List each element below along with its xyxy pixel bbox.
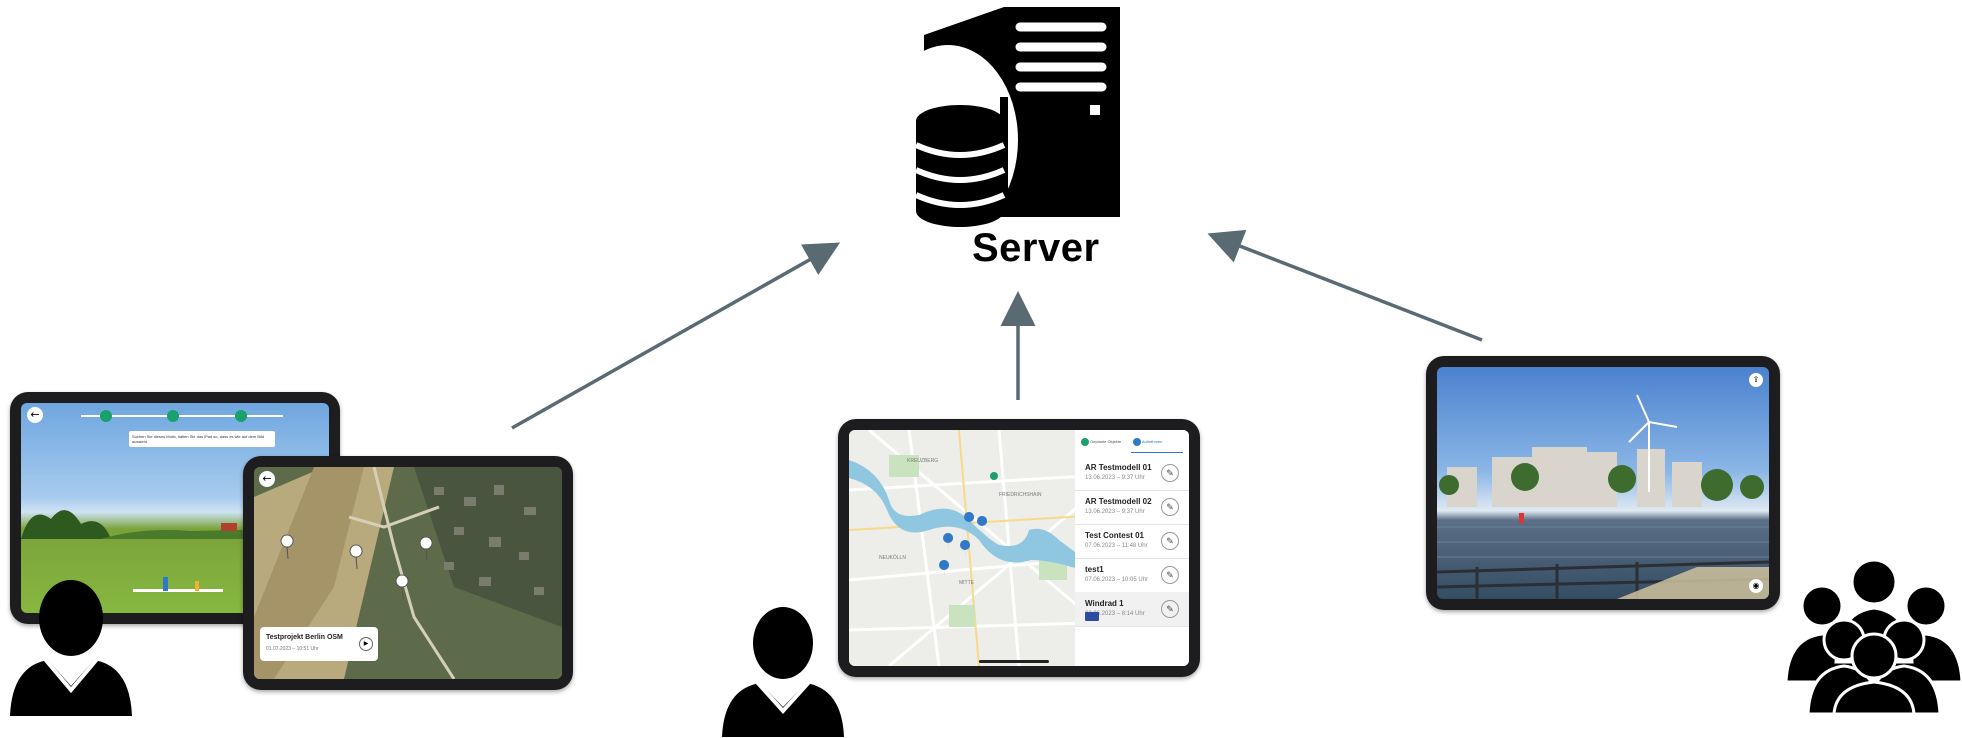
user-icon-left bbox=[10, 580, 132, 716]
tablet-aerial: ← Testprojekt Berlin OSM 01.07.2023 – 10… bbox=[243, 456, 573, 690]
tablet-map: Geplante Objekte Aufnahmen AR Testmodell… bbox=[838, 419, 1200, 677]
list-item[interactable]: Windrad 1 02.06.2023 – 8:14 Uhr ✎ bbox=[1075, 592, 1189, 627]
pencil-icon[interactable]: ✎ bbox=[1161, 498, 1179, 516]
user-icon-center bbox=[722, 607, 844, 737]
river-scene bbox=[1437, 394, 1769, 599]
arrow-left-to-server bbox=[511, 242, 841, 430]
home-indicator bbox=[979, 660, 1049, 663]
list-item-title: test1 bbox=[1085, 565, 1104, 574]
add-button[interactable] bbox=[1085, 612, 1099, 621]
tablet-river: ⇪ ◉ bbox=[1426, 356, 1780, 610]
wind-turbine bbox=[1628, 394, 1678, 492]
list-item-date: 02.06.2023 – 8:14 Uhr bbox=[1085, 611, 1145, 617]
hint-box: Suchen Sie dieses Motiv, halten Sie das … bbox=[129, 431, 275, 447]
server-label: Server bbox=[972, 226, 1100, 270]
pencil-icon[interactable]: ✎ bbox=[1161, 464, 1179, 482]
list-item-date: 13.06.2023 – 9:37 Uhr bbox=[1085, 509, 1145, 515]
tab-recordings-label: Aufnahmen bbox=[1141, 439, 1163, 445]
upload-icon[interactable]: ⇪ bbox=[1749, 373, 1763, 387]
object-list-panel: Geplante Objekte Aufnahmen AR Testmodell… bbox=[1075, 430, 1189, 666]
list-item[interactable]: AR Testmodell 02 13.06.2023 – 9:37 Uhr ✎ bbox=[1075, 490, 1189, 525]
tab-planned-label: Geplante Objekte bbox=[1090, 439, 1122, 445]
server-icon bbox=[880, 7, 1120, 230]
tab-recordings[interactable]: Aufnahmen bbox=[1133, 438, 1162, 446]
arrow-right-to-server bbox=[1207, 229, 1483, 342]
list-item-title: AR Testmodell 01 bbox=[1085, 463, 1152, 472]
group-icon bbox=[1786, 558, 1962, 714]
back-button[interactable]: ← bbox=[27, 407, 43, 423]
database-icon bbox=[914, 105, 1006, 227]
project-card-title: Testprojekt Berlin OSM bbox=[266, 634, 343, 641]
map-district-label: KREUZBERG bbox=[907, 458, 939, 464]
tab-underline bbox=[1131, 452, 1183, 453]
list-item-date: 07.06.2023 – 10:05 Uhr bbox=[1085, 577, 1149, 583]
aerial-map bbox=[254, 467, 562, 679]
back-button[interactable]: ← bbox=[259, 471, 275, 487]
list-item-date: 07.06.2023 – 11:48 Uhr bbox=[1085, 543, 1148, 549]
map-district-label: NEUKÖLLN bbox=[879, 555, 906, 561]
list-item-title: AR Testmodell 02 bbox=[1085, 497, 1152, 506]
list-item-title: Windrad 1 bbox=[1085, 599, 1124, 608]
tab-planned[interactable]: Geplante Objekte bbox=[1081, 438, 1121, 446]
aerial-screen: ← Testprojekt Berlin OSM 01.07.2023 – 10… bbox=[254, 467, 562, 679]
play-icon[interactable]: ▶ bbox=[359, 637, 373, 651]
map-screen: Geplante Objekte Aufnahmen AR Testmodell… bbox=[849, 430, 1189, 666]
list-item[interactable]: Test Contest 01 07.06.2023 – 11:48 Uhr ✎ bbox=[1075, 524, 1189, 559]
camera-icon[interactable]: ◉ bbox=[1749, 579, 1763, 593]
pencil-icon[interactable]: ✎ bbox=[1161, 532, 1179, 550]
list-item[interactable]: AR Testmodell 01 13.06.2023 – 9:37 Uhr ✎ bbox=[1075, 456, 1189, 491]
alignment-indicator bbox=[133, 577, 223, 592]
list-item-title: Test Contest 01 bbox=[1085, 531, 1144, 540]
pencil-icon[interactable]: ✎ bbox=[1161, 566, 1179, 584]
river-screen: ⇪ ◉ bbox=[1437, 367, 1769, 599]
pencil-icon[interactable]: ✎ bbox=[1161, 600, 1179, 618]
step-progress bbox=[81, 410, 283, 422]
project-card-date: 01.07.2023 – 10:51 Uhr bbox=[266, 646, 319, 652]
list-item-date: 13.06.2023 – 9:37 Uhr bbox=[1085, 475, 1145, 481]
project-card[interactable]: Testprojekt Berlin OSM 01.07.2023 – 10:5… bbox=[260, 627, 378, 661]
list-item[interactable]: test1 07.06.2023 – 10:05 Uhr ✎ bbox=[1075, 558, 1189, 593]
map-district-label: MITTE bbox=[959, 580, 974, 586]
map-district-label: FRIEDRICHSHAIN bbox=[999, 492, 1042, 498]
